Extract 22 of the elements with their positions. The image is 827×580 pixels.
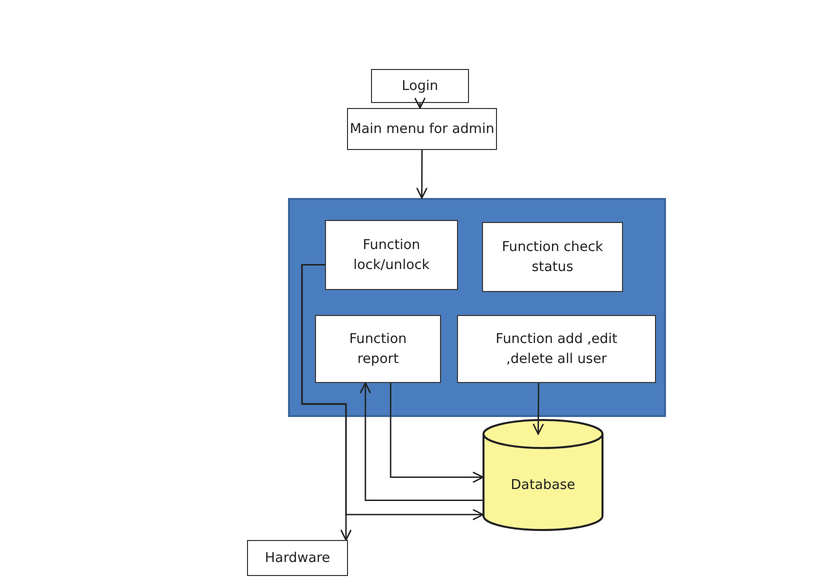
arrow bbox=[414, 97, 426, 109]
node-label: Main menu for admin bbox=[350, 120, 494, 139]
process-box bbox=[371, 69, 469, 103]
arrow bbox=[360, 382, 483, 501]
process-box bbox=[482, 222, 623, 292]
node-label: Function check status bbox=[500, 238, 604, 277]
process-box bbox=[247, 540, 348, 576]
arrow bbox=[390, 383, 484, 483]
arrow bbox=[416, 150, 428, 199]
node-label: Function report bbox=[348, 330, 408, 369]
node-label: Login bbox=[402, 76, 438, 96]
node-label: Database bbox=[510, 476, 576, 495]
process-box bbox=[457, 315, 656, 383]
arrow bbox=[532, 383, 544, 435]
process-box bbox=[315, 315, 441, 383]
node-label: Function add ,edit ,delete all user bbox=[494, 330, 618, 369]
arrow bbox=[301, 264, 484, 520]
group-panel bbox=[288, 198, 666, 417]
node-label: Hardware bbox=[264, 548, 330, 568]
process-box bbox=[325, 220, 458, 290]
process-box bbox=[347, 108, 497, 150]
node-label: Function lock/unlock bbox=[352, 236, 431, 275]
